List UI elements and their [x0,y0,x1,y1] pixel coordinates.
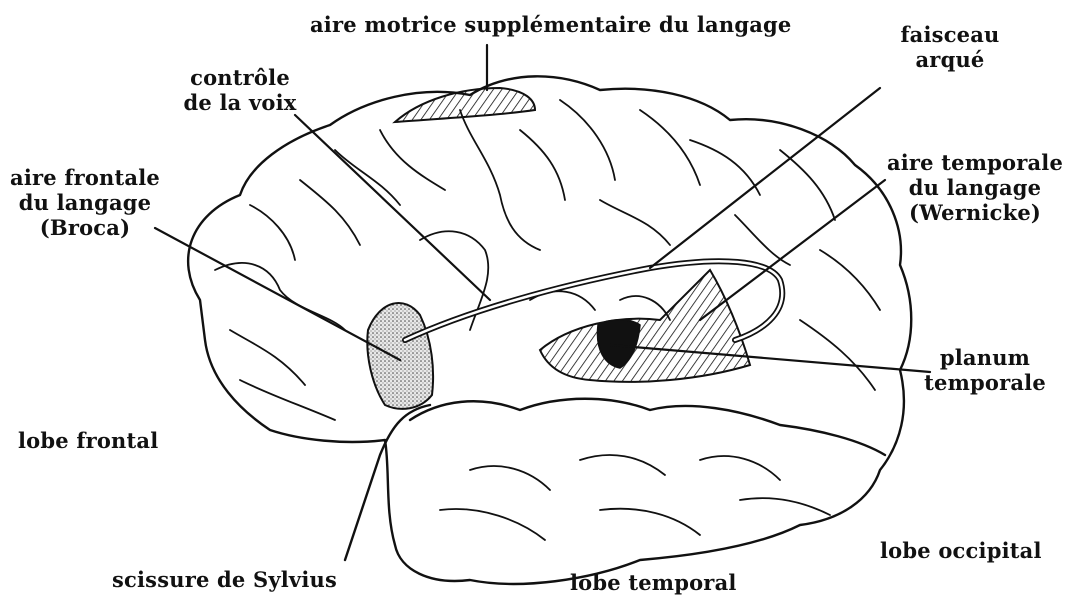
label-arcuate-line-2: arqué [880,47,1020,72]
label-broca-area: aire frontale du langage (Broca) [5,165,165,240]
broca-leader [155,228,400,360]
label-wernicke-area: aire temporale du langage (Wernicke) [880,150,1070,225]
broca-area [367,303,433,409]
label-sylvian-fissure: scissure de Sylvius [112,567,337,592]
label-voice-line-1: contrôle [160,65,320,90]
brain-outline [188,76,911,584]
label-wernicke-line-1: aire temporale [880,150,1070,175]
label-temporal-lobe: lobe temporal [570,570,737,595]
label-occipital-lobe: lobe occipital [880,538,1042,563]
label-planum-line-1: planum [920,345,1050,370]
label-wernicke-line-2: du langage [880,175,1070,200]
label-broca-line-2: du langage [5,190,165,215]
label-arcuate-fasciculus: faisceau arqué [880,22,1020,72]
label-arcuate-line-1: faisceau [880,22,1020,47]
label-planum-line-2: temporale [920,370,1050,395]
label-planum-temporale: planum temporale [920,345,1050,395]
label-sma: aire motrice supplémentaire du langage [310,12,770,37]
label-broca-line-1: aire frontale [5,165,165,190]
label-broca-line-3: (Broca) [5,215,165,240]
arcuate-leader [650,88,880,268]
voice-leader [295,115,490,300]
label-voice-line-2: de la voix [160,90,320,115]
label-voice-control: contrôle de la voix [160,65,320,115]
label-frontal-lobe: lobe frontal [18,428,158,453]
label-wernicke-line-3: (Wernicke) [880,200,1070,225]
temporal-lobe-contour [410,399,885,455]
wernicke-leader [700,180,885,320]
